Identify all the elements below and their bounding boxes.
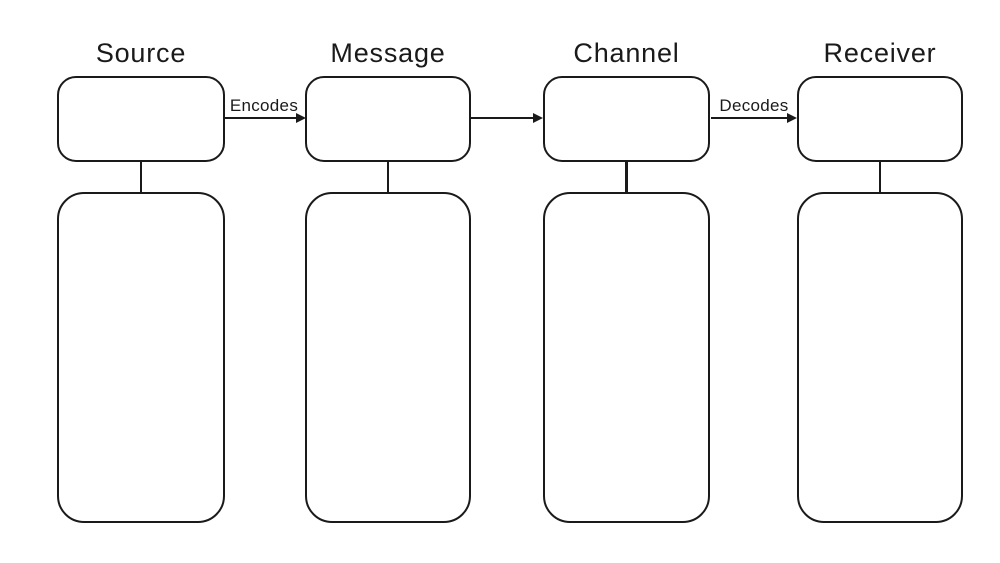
- channel-label: Channel: [573, 38, 680, 68]
- column-channel: Channel: [543, 0, 710, 563]
- column-source: Source: [57, 0, 225, 563]
- arrow-message-channel-shaft: [471, 117, 534, 120]
- arrow-decodes-head-icon: [787, 112, 797, 123]
- arrow-encodes-head-icon: [296, 112, 306, 123]
- decodes-label: Decodes: [719, 96, 789, 115]
- arrow-message-channel-head-icon: [533, 112, 543, 123]
- arrow-decodes-shaft: [711, 117, 788, 120]
- message-label: Message: [330, 38, 446, 68]
- receiver-header-box: [797, 76, 963, 162]
- channel-header-box: [543, 76, 710, 162]
- channel-body-box: [543, 192, 710, 523]
- source-label: Source: [95, 38, 187, 68]
- receiver-body-box: [797, 192, 963, 523]
- arrow-encodes-shaft: [225, 117, 297, 120]
- column-receiver: Receiver: [797, 0, 963, 563]
- source-body-box: [57, 192, 225, 523]
- receiver-connector-line: [878, 161, 882, 193]
- message-body-box: [305, 192, 471, 523]
- channel-connector-line: [625, 161, 628, 193]
- receiver-label: Receiver: [823, 38, 937, 68]
- encodes-label: Encodes: [229, 96, 299, 115]
- source-header-box: [57, 76, 225, 162]
- message-header-box: [305, 76, 471, 162]
- source-connector-line: [139, 161, 143, 193]
- column-message: Message: [305, 0, 471, 563]
- message-connector-line: [386, 161, 390, 193]
